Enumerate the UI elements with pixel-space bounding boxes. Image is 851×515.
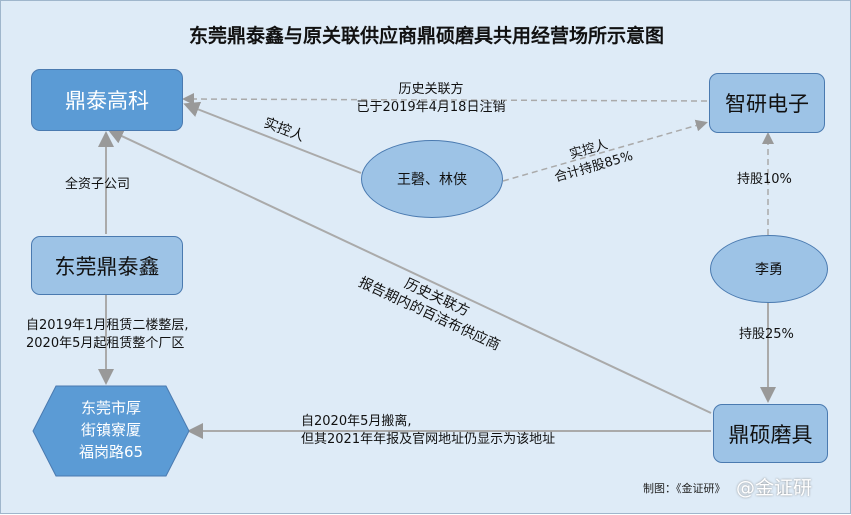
address-hexagon: [32, 385, 190, 477]
node-wang: 王磬、林侠: [361, 140, 503, 218]
edge-hist2: [107, 128, 712, 414]
label-line: 2020年5月起租赁整个厂区: [26, 336, 185, 351]
node-dongguan: 东莞鼎泰鑫: [31, 236, 183, 295]
label-sub: 全资子公司: [65, 177, 131, 192]
label-lease: 自2019年1月租赁二楼整层, 2020年5月起租赁整个厂区: [26, 317, 189, 353]
label-hist1: 历史关联方已于2019年4月18日注销: [331, 81, 531, 117]
node-li: 李勇: [710, 235, 828, 303]
label-line: 已于2019年4月18日注销: [356, 100, 506, 115]
address-line: 东莞市厚: [80, 399, 141, 417]
label-hold25: 持股25%: [739, 327, 794, 342]
diagram-title: 东莞鼎泰鑫与原关联供应商鼎硕磨具共用经营场所示意图: [188, 25, 664, 47]
node-dingshuo: 鼎硕磨具: [713, 404, 828, 463]
edge-hist1: [182, 93, 708, 106]
node-address: 东莞市厚 街镇寮厦 福岗路65: [41, 397, 181, 463]
node-zhiyan: 智研电子: [709, 73, 825, 133]
watermark: @金证研: [736, 477, 813, 499]
label-hold10: 持股10%: [737, 172, 792, 187]
label-line: 自2019年1月租赁二楼整层,: [26, 318, 189, 333]
footer-credit: 制图：《金证研》: [643, 482, 726, 495]
label-line: 但其2021年年报及官网地址仍显示为该地址: [301, 432, 556, 447]
address-line: 福岗路65: [78, 443, 144, 461]
label-line: 自2020年5月搬离,: [301, 414, 412, 429]
address-line: 街镇寮厦: [80, 421, 141, 439]
label-move: 自2020年5月搬离, 但其2021年年报及官网地址仍显示为该地址: [301, 413, 555, 449]
edge-control2: [502, 119, 708, 182]
node-dingtai: 鼎泰高科: [31, 69, 183, 131]
edge-control1: [183, 101, 362, 174]
label-line: 历史关联方: [398, 82, 464, 97]
